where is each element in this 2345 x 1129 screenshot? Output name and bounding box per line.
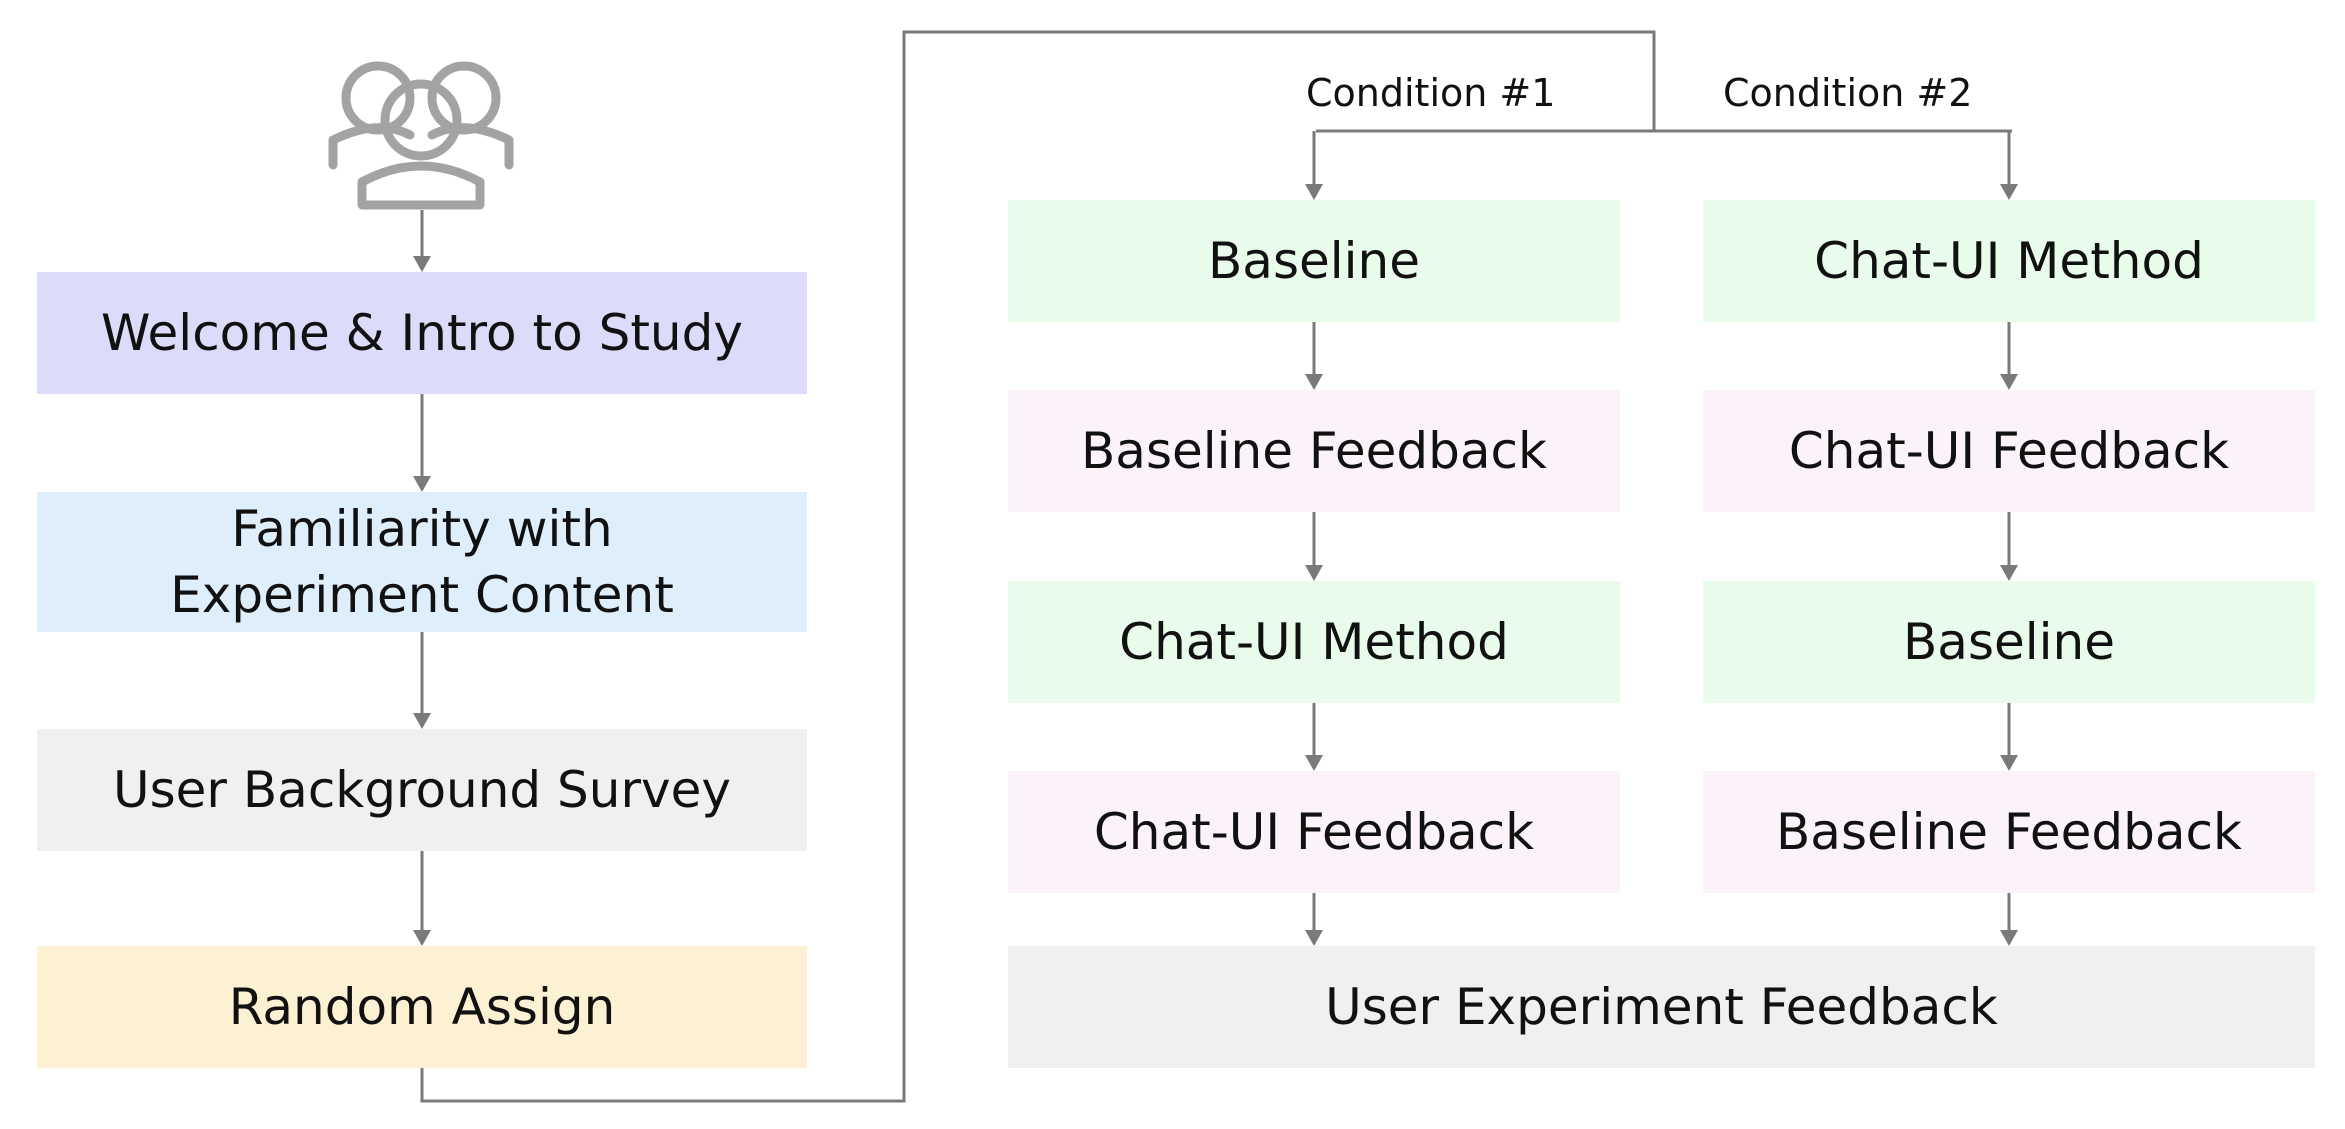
left-step-2-label: Familiarity with Experiment Content: [170, 500, 674, 624]
connector-assign-to-conditions: [420, 30, 1656, 1103]
condition-2-step-4-label: Baseline Feedback: [1776, 803, 2242, 861]
condition-1-step-1-label: Baseline: [1208, 232, 1420, 290]
arrow-survey-to-assign-head: [413, 930, 431, 946]
icon-person-center-body: [357, 161, 485, 210]
left-step-1-label: Welcome & Intro to Study: [101, 304, 743, 362]
arrow-condition-1-start-head: [1305, 184, 1323, 200]
icon-person-right-body: [427, 123, 514, 170]
left-step-4: Random Assign: [37, 946, 807, 1068]
condition-1-step-2: Baseline Feedback: [1008, 390, 1620, 512]
arrow-condition-1-step-3-head: [1305, 755, 1323, 771]
arrow-condition-2-step-2-head: [2000, 565, 2018, 581]
arrow-condition-1-step-1-head: [1305, 374, 1323, 390]
final-step-label: User Experiment Feedback: [1325, 978, 1998, 1036]
arrow-condition-1-step-2-head: [1305, 565, 1323, 581]
condition-2-step-2: Chat-UI Feedback: [1703, 390, 2315, 512]
arrow-condition-2-step-4-head: [2000, 930, 2018, 946]
arrow-welcome-to-familiarity-head: [413, 476, 431, 492]
final-step: User Experiment Feedback: [1008, 946, 2315, 1068]
condition-2-step-2-label: Chat-UI Feedback: [1788, 422, 2230, 480]
icon-person-left-body: [328, 123, 415, 170]
left-step-1: Welcome & Intro to Study: [37, 272, 807, 394]
arrow-condition-1-step-4-head: [1305, 930, 1323, 946]
condition-1-step-1: Baseline: [1008, 200, 1620, 322]
arrow-icon-to-welcome-head: [413, 256, 431, 272]
condition-1-label: Condition #1: [1306, 71, 1556, 115]
condition-2-step-3: Baseline: [1703, 581, 2315, 703]
left-step-3: User Background Survey: [37, 729, 807, 851]
condition-2-step-4: Baseline Feedback: [1703, 771, 2315, 893]
arrow-condition-2-step-3-head: [2000, 755, 2018, 771]
arrow-condition-2-start-head: [2000, 184, 2018, 200]
condition-2-step-1-label: Chat-UI Method: [1814, 232, 2204, 290]
left-step-2: Familiarity with Experiment Content: [37, 492, 807, 632]
left-step-4-label: Random Assign: [228, 978, 616, 1036]
condition-1-step-2-label: Baseline Feedback: [1081, 422, 1547, 480]
left-step-3-label: User Background Survey: [113, 761, 731, 819]
condition-1-step-4: Chat-UI Feedback: [1008, 771, 1620, 893]
condition-2-step-1: Chat-UI Method: [1703, 200, 2315, 322]
condition-1-step-3-label: Chat-UI Method: [1119, 613, 1509, 671]
arrow-condition-2-step-1-head: [2000, 374, 2018, 390]
icon-person-left-head: [341, 61, 415, 135]
condition-2-step-3-label: Baseline: [1903, 613, 2115, 671]
arrow-familiarity-to-survey-head: [413, 713, 431, 729]
condition-2-label: Condition #2: [1723, 71, 1973, 115]
condition-1-step-4-label: Chat-UI Feedback: [1093, 803, 1535, 861]
icon-person-center-head: [380, 79, 462, 161]
condition-1-step-3: Chat-UI Method: [1008, 581, 1620, 703]
icon-person-right-head: [427, 61, 501, 135]
